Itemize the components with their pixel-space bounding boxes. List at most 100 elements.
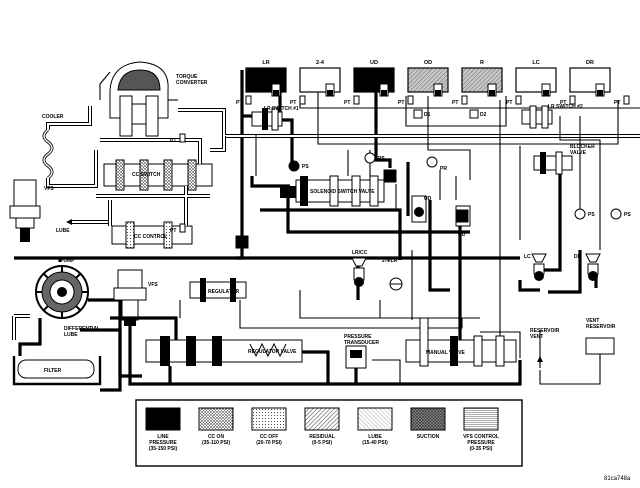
ps-label: PS (588, 212, 595, 218)
pressure-transducer (345, 345, 367, 369)
lc-solenoid-label: LC (524, 254, 531, 260)
regulator-valve-label: REGULATOR VALVE (248, 349, 297, 355)
check-ball-icon (413, 109, 423, 119)
solenoid-switch-valve (280, 175, 385, 207)
check-ball-icon (469, 109, 479, 119)
cooler-label: COOLER (42, 114, 64, 120)
cc-control-label: CC CONTROL (134, 234, 167, 240)
legend-label: CC ON(35-110 PSI) (202, 434, 230, 446)
tc-regulator-valve (189, 278, 247, 302)
ps-label: PS (302, 164, 309, 170)
legend-swatch (251, 407, 287, 431)
tc-regulator-label: TC REGULATOR (200, 289, 240, 295)
pt-label: PT (344, 100, 350, 106)
clutch-box (569, 67, 611, 93)
clutch-label: LR (262, 60, 269, 66)
c24-lr-label: 2-4/LR (382, 258, 398, 264)
ud-solenoid-label: UD (424, 196, 432, 202)
pressure-regulator-icon (426, 156, 438, 168)
legend-label: SUCTION (417, 434, 440, 440)
accumulator-piston (489, 90, 495, 96)
legend-swatch (357, 407, 393, 431)
pressure-tap-icon (569, 95, 576, 105)
pressure-switch-icon (610, 208, 622, 220)
clutch-label: R (480, 60, 484, 66)
pressure-tap-icon (461, 95, 468, 105)
vent-reservoir (585, 337, 615, 355)
pressure-tap-icon (299, 95, 306, 105)
accumulator-piston (597, 90, 603, 96)
lr-switch-1-valve (251, 107, 283, 131)
accumulator-piston (543, 90, 549, 96)
pump-label: PUMP (60, 258, 75, 264)
legend-swatch (410, 407, 446, 431)
pressure-tap-icon (623, 95, 630, 105)
manual-valve-label: MANUAL VALVE (426, 350, 466, 356)
solenoid-2-4-lr (389, 277, 403, 291)
ps-label: PS (378, 156, 385, 162)
legend-swatch (463, 407, 499, 431)
torque-converter (99, 61, 178, 137)
pt-label: PT (506, 100, 512, 106)
filter (12, 356, 102, 386)
clutch-label: LC (532, 60, 539, 66)
pressure-tap-icon (515, 95, 522, 105)
vfs-mid-solenoid (113, 269, 147, 326)
solenoid-dr (585, 253, 601, 281)
dr-solenoid-label: DR (574, 254, 582, 260)
legend-item: LUBE(15-40 PSI) (357, 407, 393, 446)
pressure-tap-icon (353, 95, 360, 105)
legend-swatch (145, 407, 181, 431)
accumulator-piston (381, 90, 387, 96)
line-pressure-network (14, 70, 598, 386)
legend-swatch (198, 407, 234, 431)
filter-label: FILTER (44, 368, 62, 374)
legend-label: CC OFF(20-70 PSI) (256, 434, 282, 446)
lr-switch-2-label: LR SWITCH #2 (548, 104, 583, 110)
solenoid-switch-valve-label: SOLENOID SWITCH VALVE (310, 189, 375, 195)
vfs-left-label: VFS (44, 186, 54, 192)
vfs-mid-label: VFS (148, 282, 158, 288)
pt-label: PT (236, 100, 242, 106)
d2-label: D2 (480, 112, 487, 118)
pump (35, 265, 89, 319)
legend-item: RESIDUAL(0-5 PSI) (304, 407, 340, 446)
clutch-label: OD (424, 60, 432, 66)
clutch-c24: 2-4 (299, 60, 341, 97)
accumulator-piston (327, 90, 333, 96)
pressure-tap-icon (179, 223, 186, 233)
pressure-switch-icon (364, 152, 376, 164)
clutch-label: UD (370, 60, 378, 66)
check-block-icon (383, 169, 397, 183)
accumulator-piston (273, 90, 279, 96)
cc-switch-label: CC SWITCH (132, 172, 161, 178)
cc-control-valve (111, 221, 193, 249)
od-solenoid-label: OD (458, 232, 466, 238)
regulator-valve (145, 336, 303, 366)
legend-label: LUBE(15-40 PSI) (362, 434, 388, 446)
pr-label: PR (440, 166, 447, 172)
clutch-od: OD (407, 60, 449, 97)
pressure-switch-icon (574, 208, 586, 220)
manual-valve (405, 317, 517, 367)
pressure-tap-icon (245, 95, 252, 105)
check-block-icon (235, 235, 249, 249)
cc-switch-valve (103, 159, 213, 191)
pt-label: PT (452, 100, 458, 106)
pressure-switch-icon (288, 160, 300, 172)
pt-label: PT (170, 138, 176, 144)
pt-label: PT (170, 228, 176, 234)
lr-switch-2-valve (521, 105, 553, 129)
legend-item: CC OFF(20-70 PSI) (251, 407, 287, 446)
clutch-lc: LC (515, 60, 557, 97)
d1-label: D1 (424, 112, 431, 118)
